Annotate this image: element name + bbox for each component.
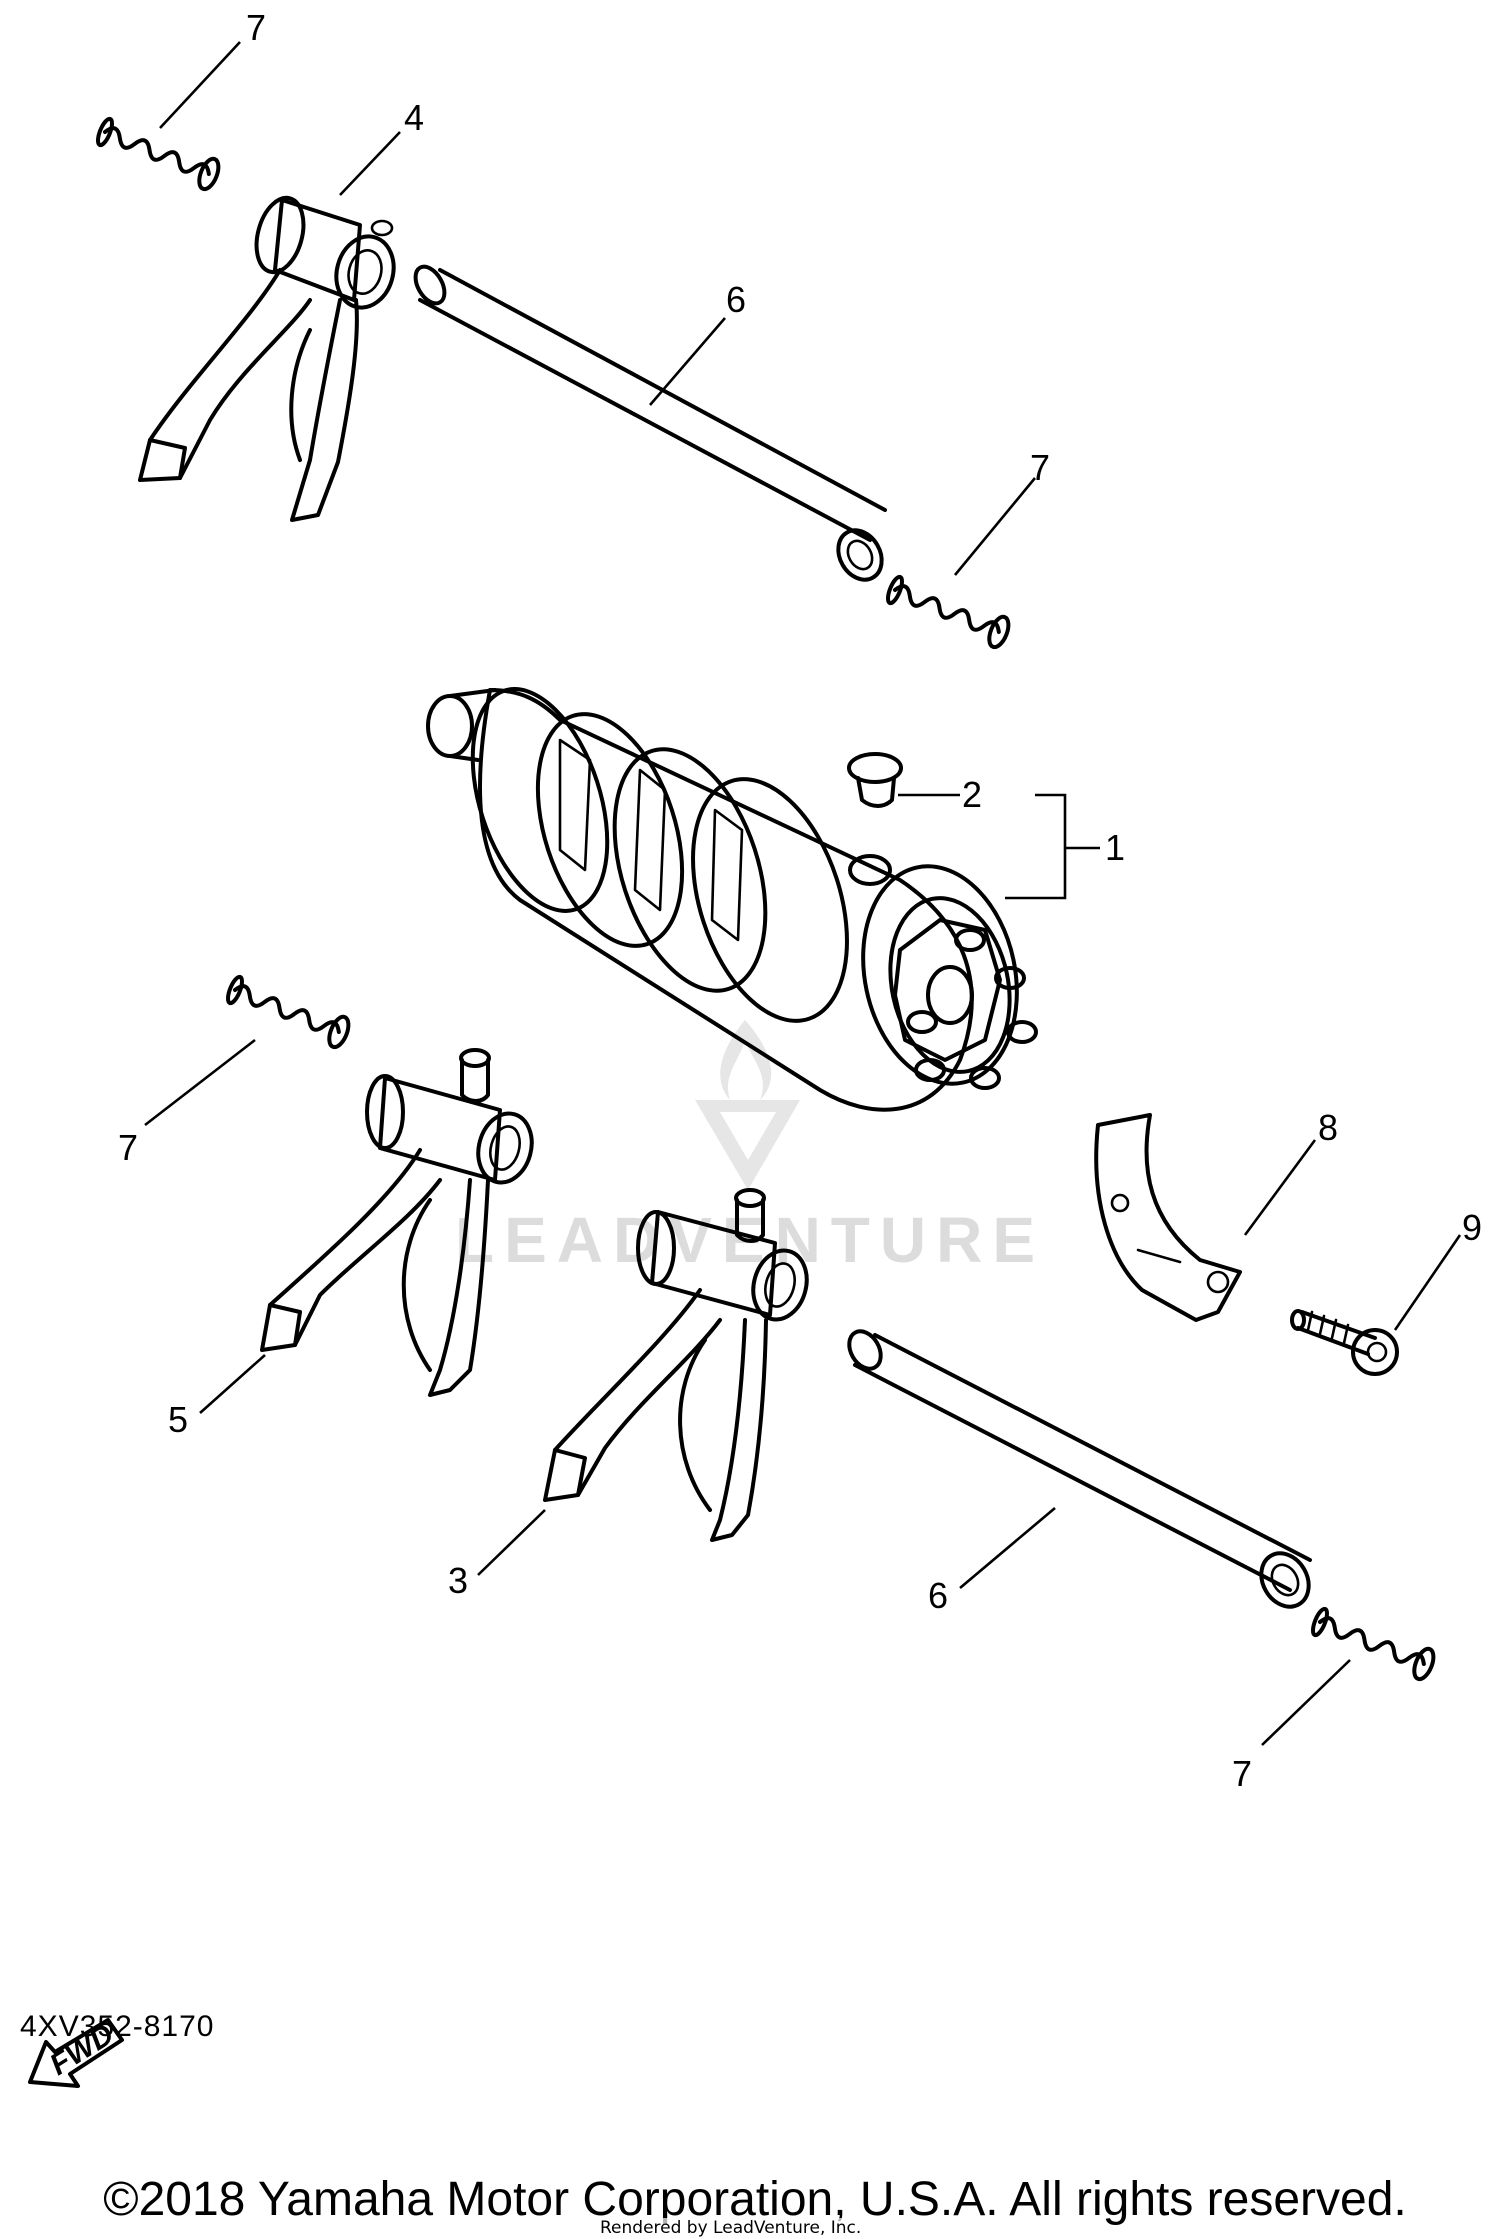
callout-numbers: 7 4 6 7 2 1 8 9 7 5 3 6 7 — [118, 7, 1482, 1794]
callout-6-upper: 6 — [726, 279, 746, 320]
leadventure-logo-mark — [695, 1020, 800, 1190]
drum-pin-2[interactable] — [847, 752, 903, 808]
shift-fork-guide-bar-6-upper[interactable] — [410, 262, 891, 588]
spring-7-top-left[interactable] — [94, 115, 222, 192]
segment-plate-8[interactable] — [1094, 1113, 1242, 1322]
spring-7-upper-right[interactable] — [884, 573, 1012, 650]
callout-5: 5 — [168, 1399, 188, 1440]
callout-9: 9 — [1462, 1207, 1482, 1248]
callout-3: 3 — [448, 1560, 468, 1601]
callout-7-top-left: 7 — [246, 7, 266, 48]
callout-7-left: 7 — [118, 1127, 138, 1168]
shift-fork-4[interactable] — [138, 193, 401, 522]
diagram-code: 4XV352-8170 — [20, 2010, 215, 2043]
rendered-by-credit: Rendered by LeadVenture, Inc. — [600, 2218, 862, 2238]
callout-6-lower: 6 — [928, 1575, 948, 1616]
leadventure-watermark: LEADVENTURE — [455, 1020, 1035, 1276]
callout-7-upper-right: 7 — [1030, 447, 1050, 488]
copyright-notice: ©2018 Yamaha Motor Corporation, U.S.A. A… — [103, 2173, 1407, 2226]
callout-8: 8 — [1318, 1107, 1338, 1148]
shift-fork-3[interactable] — [543, 1188, 814, 1542]
drum-pins — [906, 928, 1038, 1090]
shift-drum-assembly-1[interactable] — [426, 672, 1038, 1112]
callout-4: 4 — [404, 97, 424, 138]
bolt-9[interactable] — [1290, 1309, 1399, 1376]
shift-fork-guide-bar-6-lower[interactable] — [843, 1326, 1318, 1616]
spring-7-lower-right[interactable] — [1309, 1605, 1437, 1682]
leader-lines — [144, 41, 1462, 1746]
shift-fork-5[interactable] — [260, 1048, 539, 1397]
spring-7-left[interactable] — [224, 973, 352, 1050]
callout-1: 1 — [1105, 827, 1125, 868]
callout-7-lower-right: 7 — [1232, 1753, 1252, 1794]
callout-2: 2 — [962, 774, 982, 815]
